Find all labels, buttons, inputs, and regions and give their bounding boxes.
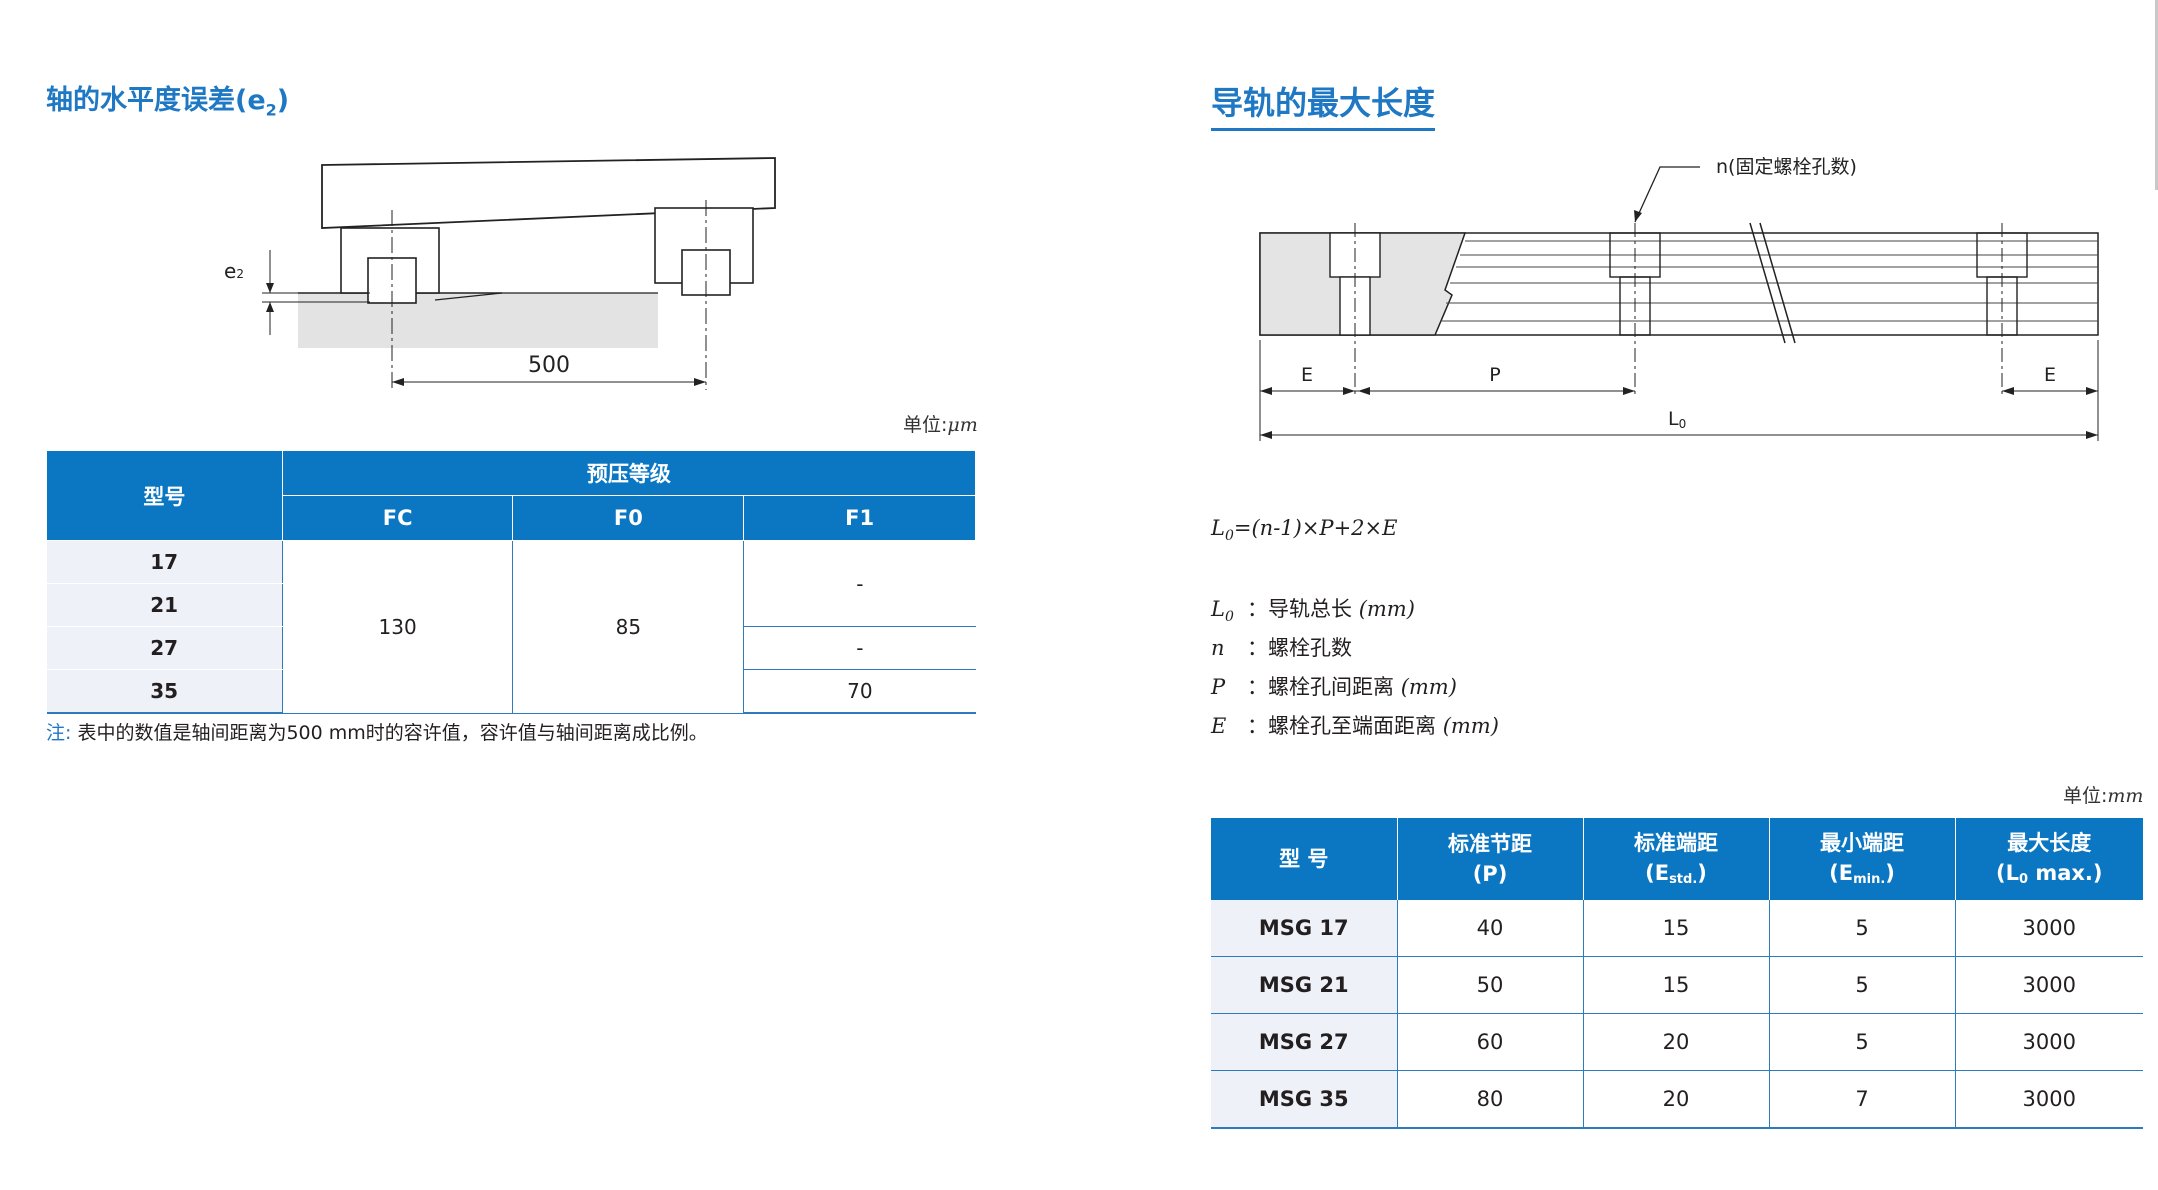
rail-length-diagram: n(固定螺栓孔数) E P E L0 [1259,156,2099,441]
table-row: 35 70 [46,669,976,714]
right-unit-label: 单位:mm [2063,785,2144,807]
model-cell: MSG 27 [1211,1013,1398,1071]
max-length-cell: 3000 [1955,1013,2143,1071]
header-min-end-distance: 最小端距(Emin.) [1769,818,1956,900]
model-cell: 21 [46,583,283,627]
distance-500-label: 500 [528,353,570,378]
e2-label: e2 [224,259,244,283]
f1-value-cell: - [743,626,976,670]
pitch-cell: 50 [1397,956,1584,1014]
table-row: MSG 27 60 20 5 3000 [1211,1013,2143,1071]
header-standard-pitch: 标准节距(P) [1397,818,1584,900]
model-cell: 17 [46,540,283,584]
dim-p: P [1489,364,1500,386]
f1-value-cell: - [743,540,976,627]
length-formula: L0=(n-1)×P+2×E [1211,516,1398,545]
shaft-level-error-diagram: e2 500 [224,157,776,390]
std-end-cell: 15 [1583,956,1770,1014]
fc-value-cell: 130 [282,540,514,714]
min-end-cell: 5 [1769,900,1956,957]
model-cell: 27 [46,626,283,670]
model-cell: MSG 35 [1211,1070,1398,1129]
min-end-cell: 7 [1769,1070,1956,1129]
table-row: MSG 17 40 15 5 3000 [1211,900,2143,957]
header-f1: F1 [743,495,976,541]
dim-e-left: E [1301,364,1313,386]
bolt-hole-callout: n(固定螺栓孔数) [1716,156,1857,178]
min-end-cell: 5 [1769,956,1956,1014]
std-end-cell: 20 [1583,1070,1770,1129]
pitch-cell: 60 [1397,1013,1584,1071]
table-row: 17 130 85 - [46,540,976,714]
definition-e: E：螺栓孔至端面距离 (mm) [1211,714,1499,738]
section-title-max-rail-length: 导轨的最大长度 [1211,78,1436,131]
table-row: 21 [46,583,976,627]
max-length-cell: 3000 [1955,956,2143,1014]
definition-l0: L0：导轨总长 (mm) [1211,597,1415,626]
max-length-cell: 3000 [1955,900,2143,957]
header-model: 型 号 [1211,818,1398,900]
header-max-length: 最大长度(L0 max.) [1955,818,2143,900]
definition-p: P：螺栓孔间距离 (mm) [1211,675,1457,699]
max-rail-length-table: 型 号 标准节距(P) 标准端距(Estd.) 最小端距(Emin.) 最大长度… [1211,818,2143,1129]
pitch-cell: 80 [1397,1070,1584,1129]
f0-value-cell: 85 [512,540,745,714]
pitch-cell: 40 [1397,900,1584,957]
table-row: 27 - [46,626,976,670]
header-model: 型号 [46,450,283,541]
min-end-cell: 5 [1769,1013,1956,1071]
left-unit-label: 单位:μm [903,414,978,436]
model-cell: MSG 21 [1211,956,1398,1014]
dim-e-right: E [2044,364,2056,386]
std-end-cell: 15 [1583,900,1770,957]
preload-tolerance-table: 型号 预压等级 FC F0 F1 17 130 85 - 21 27 - 35 … [46,450,977,714]
header-preload-class: 预压等级 [281,450,977,496]
std-end-cell: 20 [1583,1013,1770,1071]
definition-n: n：螺栓孔数 [1211,636,1352,660]
table-note: 注: 表中的数值是轴间距离为500 mm时的容许值，容许值与轴间距离成比例。 [46,722,708,744]
model-cell: 35 [46,669,283,714]
table-row: MSG 21 50 15 5 3000 [1211,956,2143,1014]
header-fc: FC [281,495,514,541]
max-length-cell: 3000 [1955,1070,2143,1129]
table-row: MSG 35 80 20 7 3000 [1211,1070,2143,1129]
dim-l0: L0 [1668,408,1686,431]
model-cell: MSG 17 [1211,900,1398,957]
header-f0: F0 [512,495,745,541]
f1-value-cell: 70 [743,669,976,714]
page-edge-divider [2155,0,2158,190]
header-standard-end-distance: 标准端距(Estd.) [1583,818,1770,900]
base-rail-shape [298,293,658,348]
section-title-shaft-level-error: 轴的水平度误差(e2) [46,85,290,120]
